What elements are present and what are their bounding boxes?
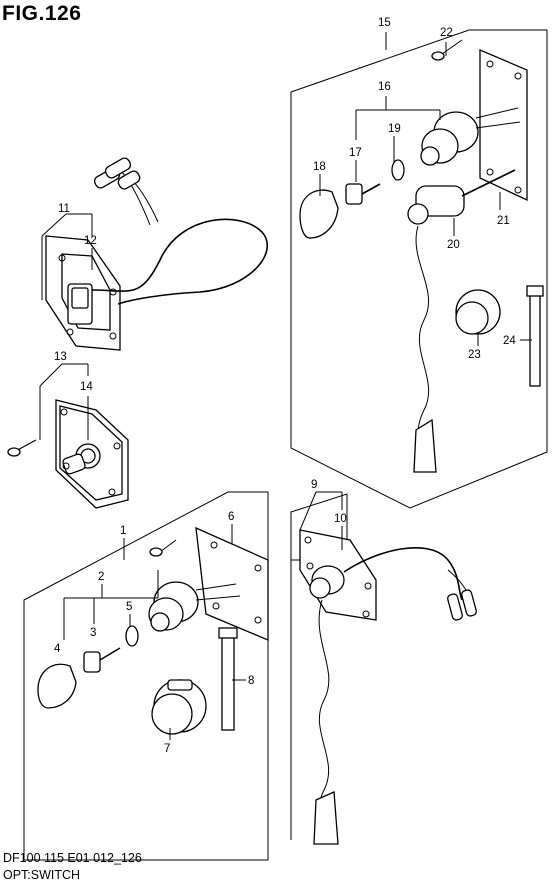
callout-11: 11	[58, 203, 70, 215]
callout-15: 15	[378, 17, 391, 29]
figure-title: FIG.126	[2, 2, 82, 25]
key-switch-kit-lower	[37, 526, 269, 735]
callout-2: 2	[98, 571, 104, 583]
callout-3: 3	[90, 627, 96, 639]
callout-22: 22	[440, 27, 453, 39]
callout-21: 21	[497, 215, 510, 227]
callout-6: 6	[228, 511, 234, 523]
key-switch-kit-upper	[299, 39, 544, 473]
callout-1: 1	[120, 525, 126, 537]
callout-4: 4	[54, 643, 61, 655]
lanyard-stop-switch-assembly	[299, 529, 477, 845]
leader-lines	[39, 32, 532, 740]
callout-24: 24	[503, 335, 516, 347]
figure-name: OPT:SWITCH	[3, 868, 81, 882]
figure-code: DF100 115 E01 012_126	[3, 851, 142, 865]
callout-20: 20	[447, 239, 460, 251]
knob-switch-assembly	[7, 399, 129, 509]
group-box-1	[23, 491, 269, 861]
callout-19: 19	[388, 123, 401, 135]
callout-23: 23	[468, 349, 481, 361]
callout-5: 5	[126, 601, 132, 613]
callout-14: 14	[80, 381, 93, 393]
callout-17: 17	[349, 147, 362, 159]
callout-13: 13	[54, 351, 67, 363]
callout-8: 8	[248, 675, 254, 687]
group-box-15	[290, 29, 548, 509]
callout-9: 9	[311, 479, 317, 491]
callout-10: 10	[334, 513, 347, 525]
callout-16: 16	[378, 81, 391, 93]
rocker-switch-assembly	[45, 157, 268, 351]
callout-7: 7	[164, 743, 170, 755]
callout-18: 18	[313, 161, 326, 173]
callout-12: 12	[84, 235, 97, 247]
